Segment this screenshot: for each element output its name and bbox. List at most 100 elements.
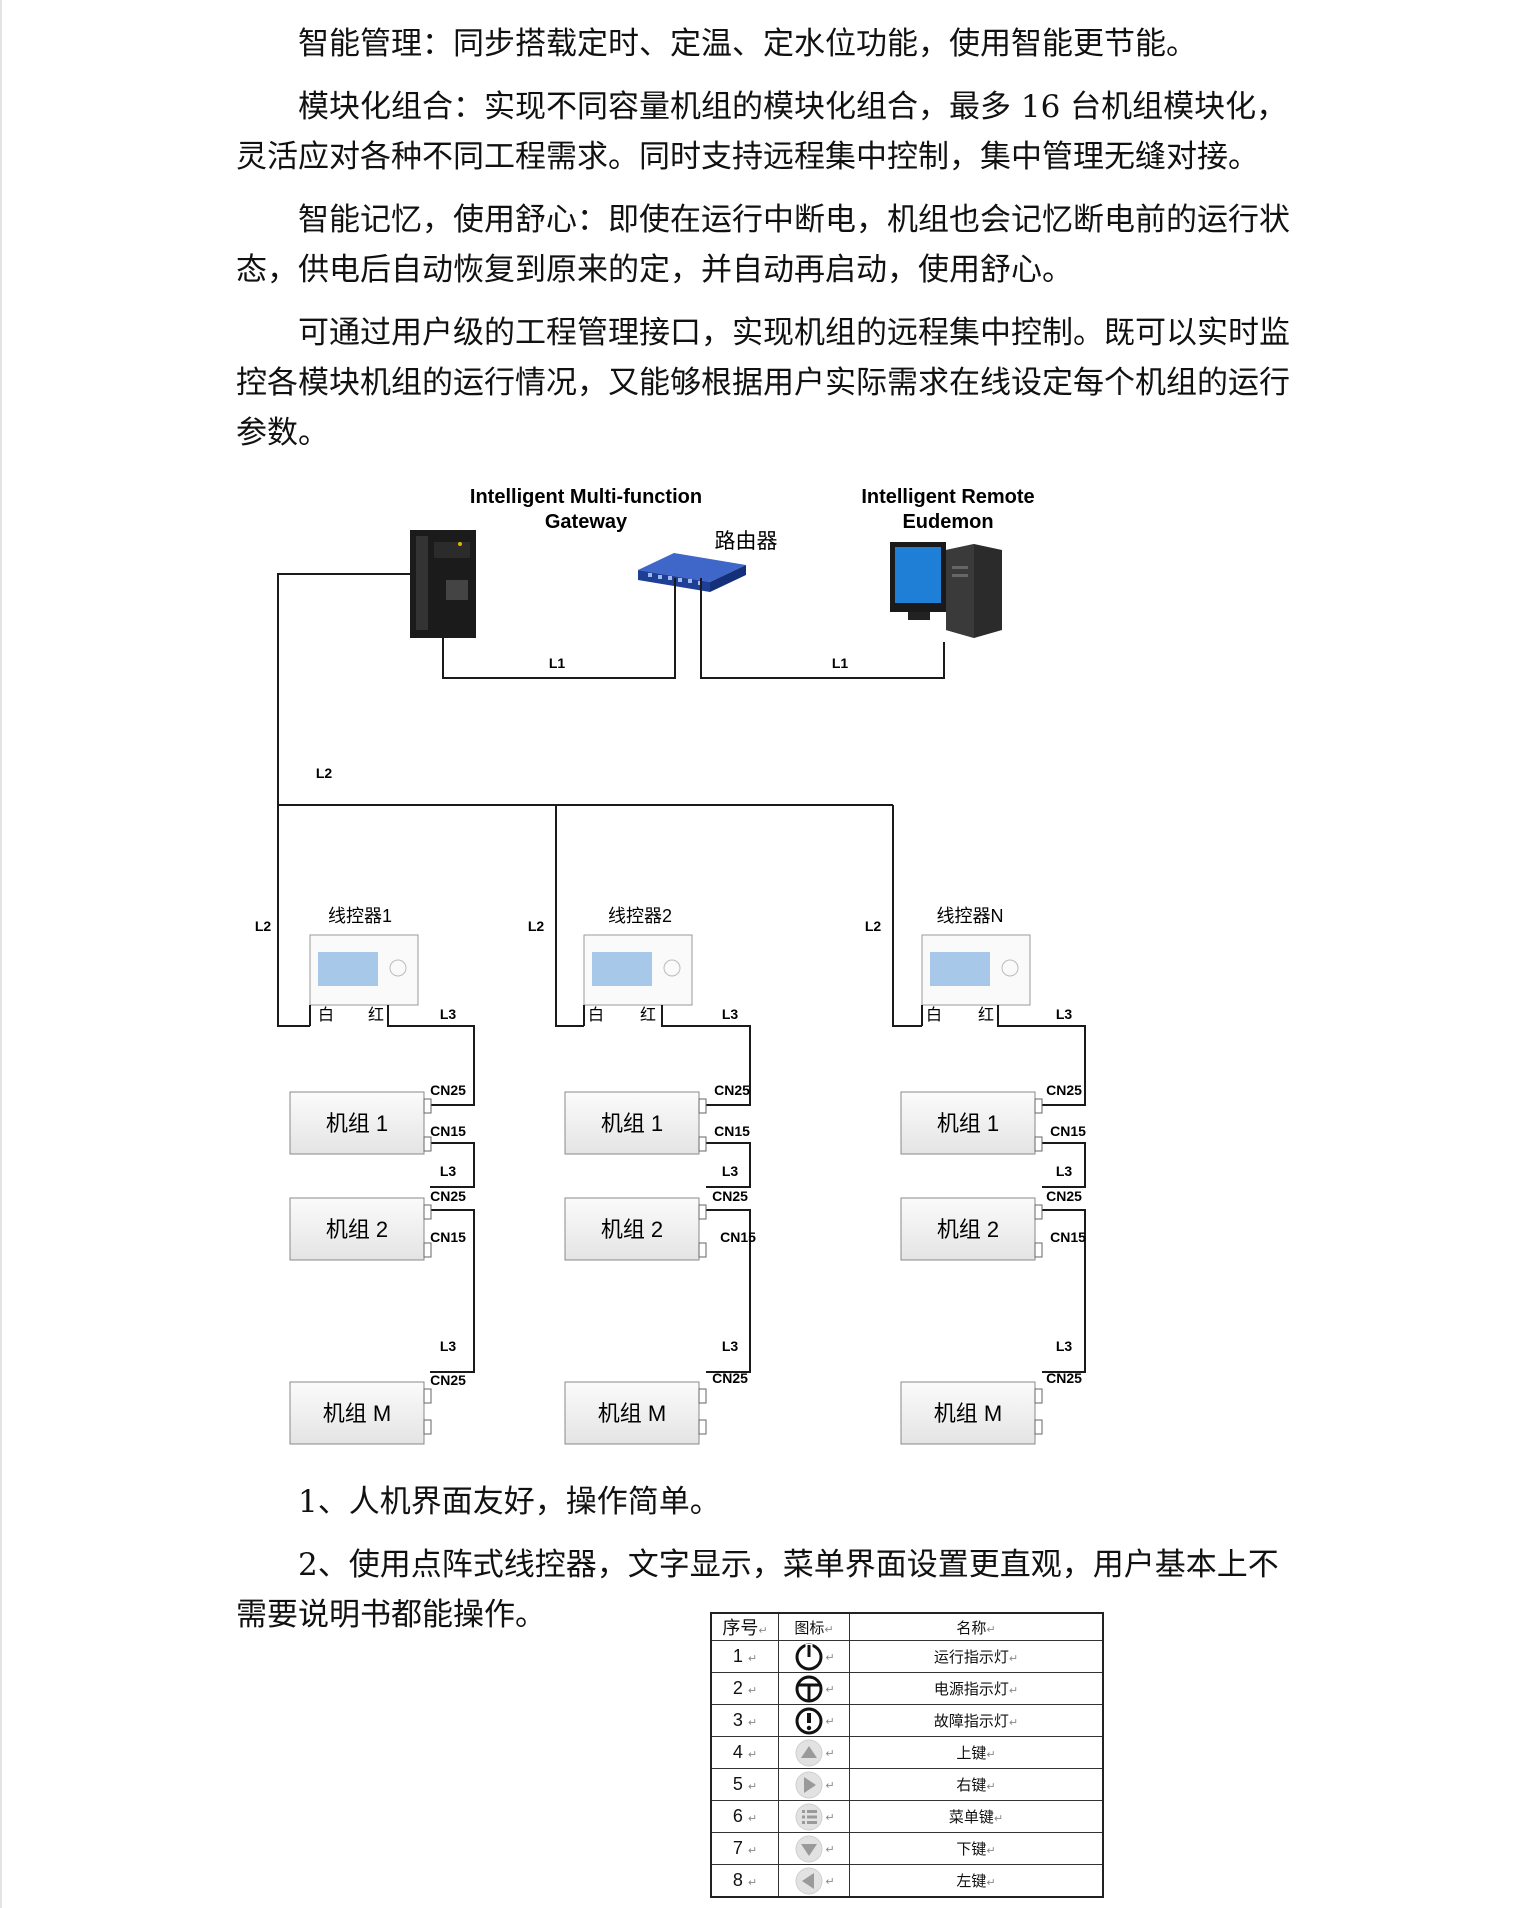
gateway-label-2: Gateway bbox=[545, 511, 628, 533]
table-row: 6 ↵ ↵ 菜单键↵ bbox=[710, 1800, 1104, 1833]
table-header-row: 序号↵ 图标↵ 名称↵ bbox=[710, 1612, 1104, 1641]
unit-box bbox=[564, 1091, 700, 1155]
controller-column-n: 线控器N 白 红 L3 L3 L3 机组 1 CN25 CN15 机组 2 CN… bbox=[900, 906, 1086, 1445]
cn15-label: CN15 bbox=[720, 1229, 756, 1245]
red-wire-label: 红 bbox=[978, 1006, 994, 1024]
l3-label: L3 bbox=[1056, 1338, 1073, 1354]
table-row: 3 ↵ ↵ 故障指示灯↵ bbox=[710, 1704, 1104, 1737]
unit-box bbox=[900, 1381, 1036, 1445]
cn15-port bbox=[698, 1242, 707, 1258]
menu-icon bbox=[795, 1803, 823, 1830]
controller-label: 线控器2 bbox=[608, 906, 672, 926]
controller-screen bbox=[318, 952, 378, 986]
l3-label: L3 bbox=[722, 1163, 739, 1179]
paragraph-feature-1: 1、人机界面友好，操作简单。 bbox=[298, 1484, 721, 1520]
controller-column-2: 线控器2 白 红 L3 L3 L3 机组 1 CN25 CN15 机组 2 CN… bbox=[564, 906, 756, 1445]
unit-box bbox=[289, 1197, 425, 1261]
l3-label: L3 bbox=[440, 1006, 457, 1022]
paragraph-modular: 模块化组合：实现不同容量机组的模块化组合，最多 16 台机组模块化，灵活应对各种… bbox=[236, 89, 1288, 175]
remote-label: Intelligent Remote bbox=[861, 486, 1034, 508]
cn15-label: CN15 bbox=[430, 1229, 466, 1245]
table-row: 1 ↵ ↵ 运行指示灯↵ bbox=[710, 1640, 1104, 1673]
cn25-port bbox=[698, 1204, 707, 1220]
cn25-port bbox=[423, 1204, 432, 1220]
cn15-port bbox=[1034, 1136, 1043, 1152]
unit-label: 机组 2 bbox=[601, 1217, 663, 1242]
header-name: 名称↵ bbox=[849, 1612, 1104, 1641]
cn25-label: CN25 bbox=[712, 1370, 748, 1386]
cn25-label: CN25 bbox=[1046, 1370, 1082, 1386]
right-arrow-icon bbox=[795, 1771, 823, 1798]
paragraph-remote-control: 可通过用户级的工程管理接口，实现机组的远程集中控制。既可以实时监控各模块机组的运… bbox=[236, 315, 1290, 451]
unit-box bbox=[289, 1091, 425, 1155]
l3-label: L3 bbox=[722, 1006, 739, 1022]
white-wire-label: 白 bbox=[318, 1006, 334, 1024]
down-arrow-icon bbox=[795, 1835, 823, 1862]
red-wire-label: 红 bbox=[640, 1006, 656, 1024]
cn15-port bbox=[698, 1136, 707, 1152]
cn15-label: CN15 bbox=[430, 1123, 466, 1139]
unit-box bbox=[289, 1381, 425, 1445]
cn15-label: CN15 bbox=[1050, 1229, 1086, 1245]
table-row: 4 ↵ ↵ 上键↵ bbox=[710, 1736, 1104, 1769]
cn25-label: CN25 bbox=[430, 1188, 466, 1204]
l3-label: L3 bbox=[722, 1338, 739, 1354]
controller-dpad bbox=[663, 959, 681, 977]
controller-dpad bbox=[1001, 959, 1019, 977]
page-edge bbox=[0, 0, 2, 1908]
cn15-port bbox=[423, 1136, 432, 1152]
cn25-port bbox=[698, 1098, 707, 1114]
l2-label-top: L2 bbox=[316, 765, 333, 781]
key-icon-table: 序号↵ 图标↵ 名称↵ 1 ↵ ↵ 运行指示灯↵ 2 ↵ bbox=[710, 1612, 1104, 1898]
table-row: 8 ↵ ↵ 左键↵ bbox=[710, 1864, 1104, 1898]
unit-label: 机组 M bbox=[323, 1401, 391, 1426]
l2-label-3: L2 bbox=[865, 918, 882, 934]
left-arrow-icon bbox=[795, 1867, 823, 1894]
l2-label-2: L2 bbox=[528, 918, 545, 934]
unit-box bbox=[900, 1197, 1036, 1261]
header-no: 序号↵ bbox=[710, 1612, 779, 1641]
router-icon bbox=[638, 553, 746, 592]
cn25-label: CN25 bbox=[1046, 1188, 1082, 1204]
table-row: 7 ↵ ↵ 下键↵ bbox=[710, 1832, 1104, 1865]
computer-icon bbox=[890, 542, 1002, 638]
white-wire-label: 白 bbox=[926, 1006, 942, 1024]
controller-dpad bbox=[389, 959, 407, 977]
white-wire-label: 白 bbox=[588, 1006, 604, 1024]
table-row: 2 ↵ ↵ 电源指示灯↵ bbox=[710, 1672, 1104, 1705]
cn25-label: CN25 bbox=[1046, 1082, 1082, 1098]
header-icon: 图标↵ bbox=[778, 1612, 850, 1641]
cn25-port bbox=[1034, 1098, 1043, 1114]
network-diagram: Intelligent Multi-function Gateway 路由器 I… bbox=[255, 486, 1086, 1445]
unit-label: 机组 2 bbox=[326, 1217, 388, 1242]
red-wire-label: 红 bbox=[368, 1006, 384, 1024]
cn25-label: CN25 bbox=[430, 1372, 466, 1388]
unit-label: 机组 M bbox=[598, 1401, 666, 1426]
unit-box bbox=[900, 1091, 1036, 1155]
cn25-label: CN25 bbox=[430, 1082, 466, 1098]
up-arrow-icon bbox=[795, 1739, 823, 1766]
cn15-port bbox=[423, 1242, 432, 1258]
cn15-label: CN15 bbox=[714, 1123, 750, 1139]
unit-label: 机组 2 bbox=[937, 1217, 999, 1242]
l3-label: L3 bbox=[1056, 1006, 1073, 1022]
features-text: 1、人机界面友好，操作简单。 2、使用点阵式线控器，文字显示，菜单界面设置更直观… bbox=[236, 1477, 1298, 1653]
controller-label: 线控器N bbox=[937, 906, 1004, 926]
l3-label: L3 bbox=[1056, 1163, 1073, 1179]
cn25-port bbox=[698, 1388, 707, 1404]
network-wiring bbox=[277, 573, 945, 1027]
table-row: 5 ↵ ↵ 右键↵ bbox=[710, 1768, 1104, 1801]
cn15-port bbox=[423, 1419, 432, 1435]
power-icon bbox=[795, 1643, 823, 1670]
unit-box bbox=[564, 1381, 700, 1445]
controller-screen bbox=[930, 952, 990, 986]
cn15-label: CN15 bbox=[1050, 1123, 1086, 1139]
unit-box bbox=[564, 1197, 700, 1261]
unit-label: 机组 1 bbox=[937, 1111, 999, 1136]
unit-label: 机组 1 bbox=[601, 1111, 663, 1136]
cn25-label: CN25 bbox=[712, 1188, 748, 1204]
controller-column-1: 线控器1 白 红 L3 L3 L3 机组 1 CN25 CN15 机组 2 CN… bbox=[289, 906, 475, 1445]
remote-label-2: Eudemon bbox=[902, 511, 993, 533]
controller-label: 线控器1 bbox=[328, 906, 392, 926]
l2-label-1: L2 bbox=[255, 918, 272, 934]
